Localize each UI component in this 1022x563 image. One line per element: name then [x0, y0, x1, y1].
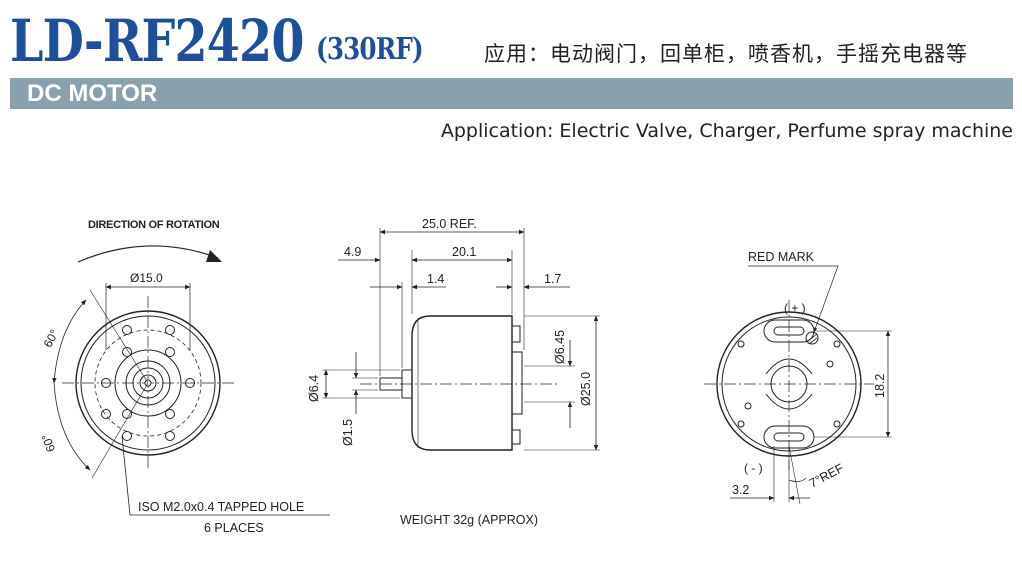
- body-length-label: 20.1: [452, 245, 476, 259]
- shaft-dia-label: Ø1.5: [341, 419, 355, 446]
- front-view: [52, 245, 330, 516]
- brush-dia-label: Ø6.45: [553, 330, 567, 364]
- angle-ref-label: 7°REF: [807, 461, 847, 491]
- application-chinese: 应用：电动阀门，回单柜，喷香机，手摇充电器等: [484, 42, 968, 66]
- places-label: 6 PLACES: [204, 521, 264, 535]
- minus-label: ( - ): [744, 461, 763, 475]
- direction-label: DIRECTION OF ROTATION: [88, 219, 220, 231]
- boss-dia-label: Ø6.4: [307, 375, 321, 402]
- boss-length-label: 1.4: [427, 272, 444, 286]
- category-banner: DC MOTOR: [10, 78, 1013, 109]
- plus-label: ( + ): [784, 301, 806, 315]
- model-title: LD-RF2420 (330RF): [10, 2, 446, 72]
- tapped-hole-label: ISO M2.0x0.4 TAPPED HOLE: [138, 500, 304, 514]
- front-dia-label: Ø15.0: [130, 271, 163, 285]
- body-dia-label: Ø25.0: [579, 372, 593, 406]
- ref-length-label: 25.0 REF.: [422, 217, 477, 231]
- model-number: LD-RF2420: [10, 7, 304, 75]
- side-view: [322, 228, 600, 451]
- weight-label: WEIGHT 32g (APPROX): [400, 513, 538, 527]
- model-subnumber: (330RF): [316, 32, 424, 67]
- offset-label: 3.2: [732, 483, 749, 497]
- category-label: DC MOTOR: [27, 80, 158, 107]
- red-mark-label: RED MARK: [748, 250, 815, 264]
- rotation-arrow: [77, 245, 219, 263]
- rear-view: [704, 265, 892, 505]
- angle-bottom-label: 60°: [39, 432, 58, 454]
- shaft-length-label: 4.9: [344, 245, 361, 259]
- tab-length-label: 1.7: [544, 272, 561, 286]
- angle-top-label: 60°: [41, 327, 62, 350]
- motor-body: [411, 315, 513, 451]
- application-english: Application: Electric Valve, Charger, Pe…: [440, 120, 1013, 142]
- height-label: 18.2: [873, 374, 887, 398]
- red-mark: [805, 331, 819, 345]
